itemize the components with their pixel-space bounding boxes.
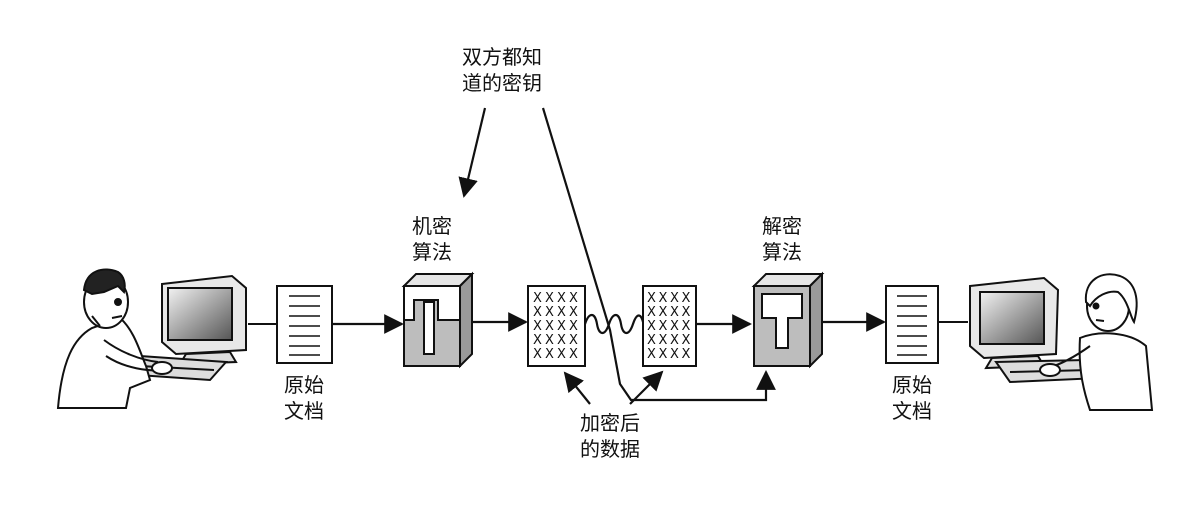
cipher-glyph: X <box>557 305 566 320</box>
cipher-glyph: X <box>682 291 691 306</box>
cipher-glyph: X <box>647 291 656 306</box>
document-icon <box>885 285 939 364</box>
cipher-glyph: X <box>659 347 668 362</box>
cipher-glyph: X <box>545 305 554 320</box>
algorithm-box-icon <box>751 271 825 369</box>
original-document-label-left-line-2: 文档 <box>284 399 324 423</box>
cipher-glyph: X <box>659 319 668 334</box>
cipher-glyph: X <box>659 305 668 320</box>
original-document-label-right-line-2: 文档 <box>892 399 932 423</box>
cipher-glyph: X <box>659 333 668 348</box>
cipher-glyph: X <box>533 305 542 320</box>
cipher-glyph: X <box>569 347 578 362</box>
cipher-glyph: X <box>659 291 668 306</box>
encrypt-algorithm-label-line-1: 机密 <box>412 214 452 238</box>
wave-icon <box>583 313 645 335</box>
cipher-glyph: X <box>545 333 554 348</box>
woman-at-computer-icon <box>969 273 1154 411</box>
cipher-glyph: X <box>569 305 578 320</box>
cipher-glyph: X <box>533 319 542 334</box>
shared-key-label-line-1: 双方都知 <box>462 45 542 69</box>
cipher-glyph: X <box>557 333 566 348</box>
cipher-glyph: X <box>533 333 542 348</box>
original-document-label-left: 原始 文档 <box>272 372 336 424</box>
cipher-glyph: X <box>647 347 656 362</box>
decrypt-algorithm-label: 解密 算法 <box>750 213 814 265</box>
cipher-glyph: X <box>682 319 691 334</box>
man-at-computer-icon <box>56 268 247 409</box>
encrypt-algorithm-label-line-2: 算法 <box>412 240 452 264</box>
cipher-glyph: X <box>682 333 691 348</box>
original-document-label-right: 原始 文档 <box>880 372 944 424</box>
cipher-glyph: X <box>670 291 679 306</box>
cipher-glyph: X <box>682 347 691 362</box>
cipher-glyph: X <box>670 319 679 334</box>
cipher-glyph: X <box>545 347 554 362</box>
encrypted-data-label-line-1: 加密后 <box>580 411 640 435</box>
cipher-glyph: X <box>557 291 566 306</box>
cipher-glyph: X <box>647 333 656 348</box>
cipher-glyph: X <box>533 347 542 362</box>
original-document-label-right-line-1: 原始 <box>892 373 932 397</box>
original-document-label-left-line-1: 原始 <box>284 373 324 397</box>
cipher-glyph: X <box>557 319 566 334</box>
algorithm-box-icon <box>401 271 475 369</box>
encrypted-data-label-line-2: 的数据 <box>580 437 640 461</box>
cipher-glyph: X <box>569 333 578 348</box>
shared-key-label: 双方都知 道的密钥 <box>447 44 557 96</box>
cipher-glyph: X <box>670 305 679 320</box>
cipher-glyph: X <box>647 305 656 320</box>
cipher-glyph: X <box>545 319 554 334</box>
decrypt-algorithm-label-line-1: 解密 <box>762 214 802 238</box>
cipher-glyph: X <box>670 347 679 362</box>
cipher-glyph: X <box>557 347 566 362</box>
cipher-glyph: X <box>670 333 679 348</box>
cipher-glyph: X <box>569 319 578 334</box>
document-icon <box>276 285 333 364</box>
decrypt-algorithm-label-line-2: 算法 <box>762 240 802 264</box>
encrypt-algorithm-label: 机密 算法 <box>400 213 464 265</box>
cipher-glyph: X <box>682 305 691 320</box>
cipher-glyph: X <box>533 291 542 306</box>
shared-key-label-line-2: 道的密钥 <box>462 71 542 95</box>
cipher-glyph: X <box>545 291 554 306</box>
encrypted-data-label: 加密后 的数据 <box>565 410 655 462</box>
cipher-glyph: X <box>569 291 578 306</box>
cipher-glyph: X <box>647 319 656 334</box>
